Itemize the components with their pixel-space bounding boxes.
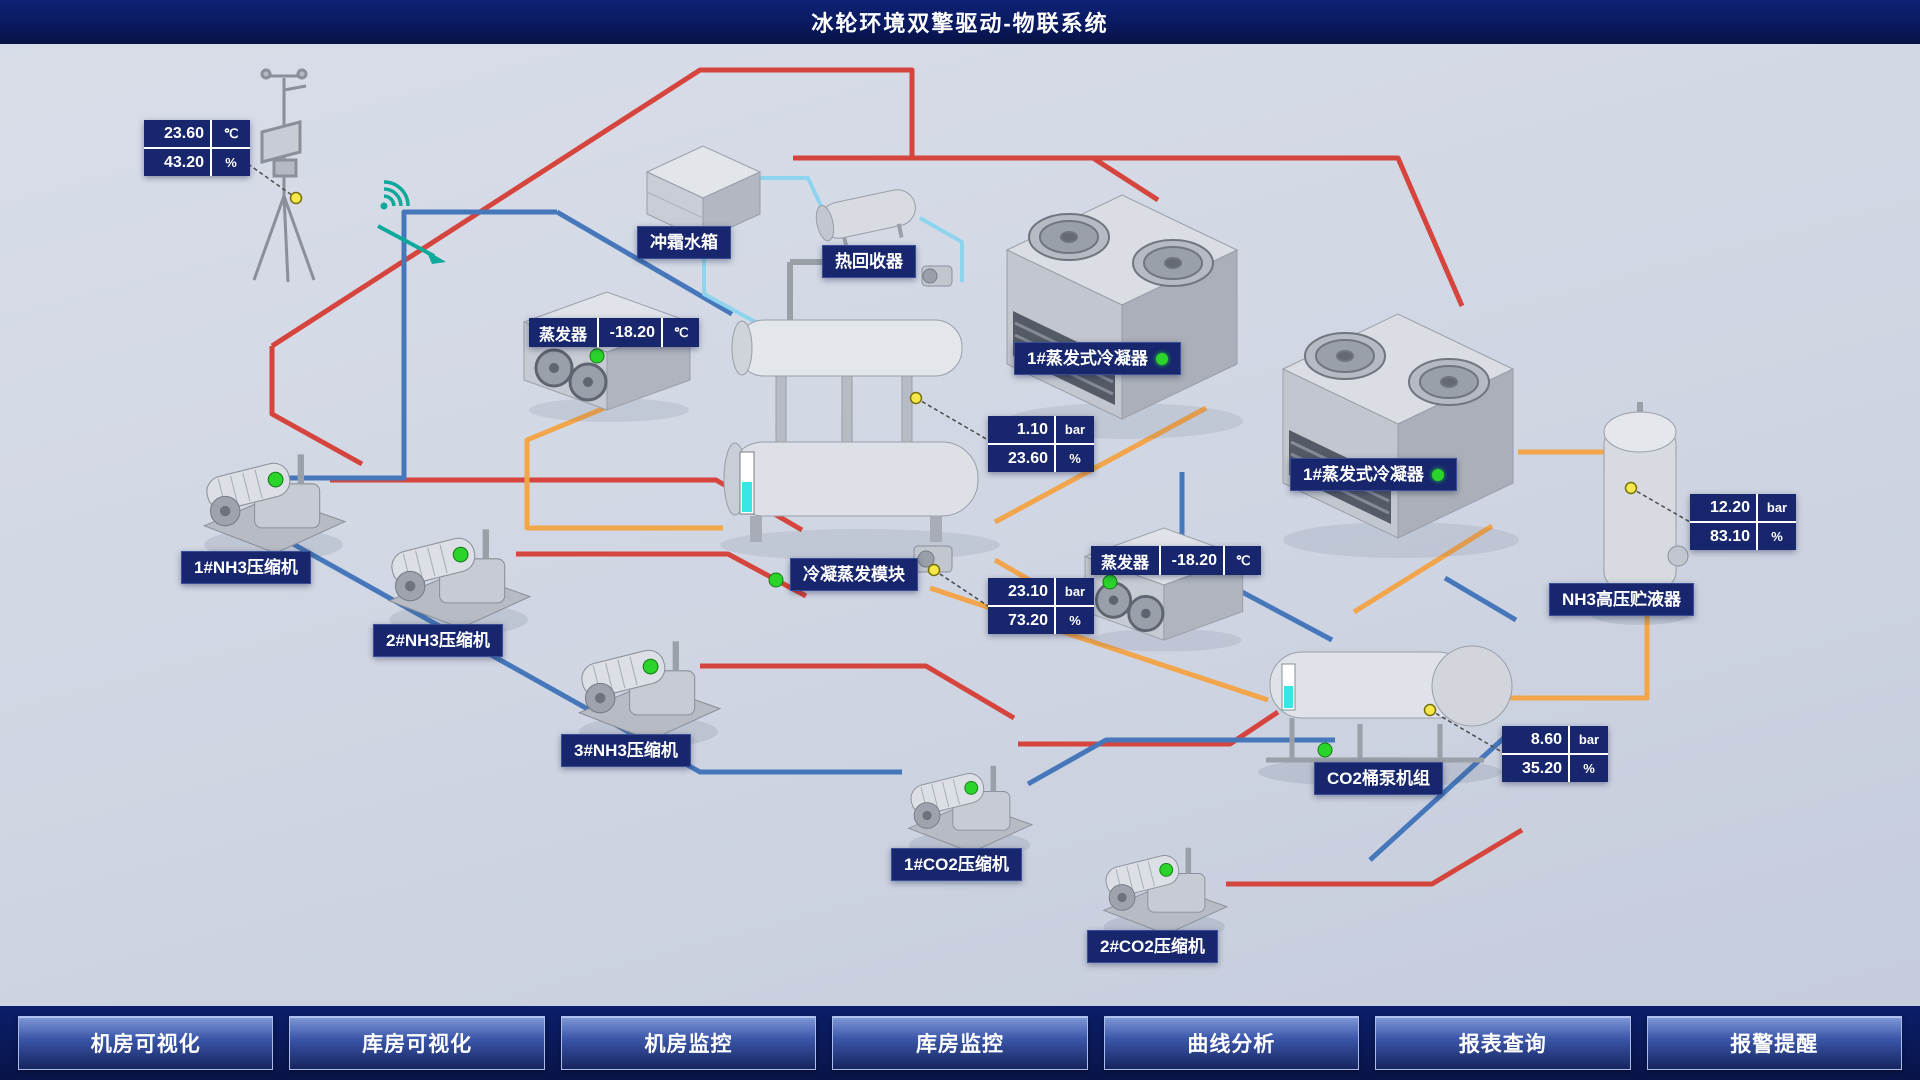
nav-button-machine-room-visual[interactable]: 机房可视化: [18, 1016, 274, 1070]
label-text: 1#NH3压缩机: [194, 558, 298, 577]
title-bar: 冰轮环境双擎驱动-物联系统: [0, 0, 1920, 44]
label-condenser-1: 1#蒸发式冷凝器: [1014, 342, 1181, 375]
evaporator-2-unit: ℃: [1225, 546, 1262, 575]
label-nh3-compressor-1: 1#NH3压缩机: [181, 551, 311, 584]
small-pump-1: [921, 265, 953, 287]
leader-lines: [247, 163, 1691, 753]
pressure-unit: bar: [1570, 726, 1608, 753]
status-dot-green: [1155, 353, 1168, 365]
page-title: 冰轮环境双擎驱动-物联系统: [811, 11, 1109, 36]
pressure-unit: bar: [1056, 578, 1094, 605]
label-text: 3#NH3压缩机: [574, 741, 678, 760]
label-text: 1#蒸发式冷凝器: [1027, 349, 1148, 368]
label-defrost-tank: 冲霜水箱: [637, 226, 731, 259]
nav-button-warehouse-visual[interactable]: 库房可视化: [289, 1016, 545, 1070]
evaporator-2-temp: -18.20: [1161, 546, 1224, 575]
weather-readout: 23.60 ℃ 43.20 %: [144, 120, 250, 176]
label-text: 冷凝蒸发模块: [803, 565, 905, 584]
label-co2-pump-unit: CO2桶泵机组: [1314, 762, 1443, 795]
label-nh3-receiver: NH3高压贮液器: [1549, 583, 1695, 616]
label-text: 热回收器: [835, 252, 903, 271]
pressure-value: 1.10: [988, 416, 1054, 443]
label-text: 1#蒸发式冷凝器: [1303, 465, 1424, 484]
label-text: 2#NH3压缩机: [386, 631, 490, 650]
level-unit: %: [1056, 607, 1094, 634]
nh3-compressor-3-body: [579, 641, 720, 747]
level-unit: %: [1570, 755, 1608, 782]
evaporator-2-label: 蒸发器 -18.20 ℃: [1091, 546, 1262, 575]
level-value: 35.20: [1502, 755, 1568, 782]
pressure-value: 12.20: [1690, 494, 1756, 521]
label-text: 1#CO2压缩机: [904, 855, 1009, 874]
wifi-icon: [380, 180, 410, 210]
nav-button-alarm-reminder[interactable]: 报警提醒: [1646, 1016, 1902, 1070]
cond-evap-module: [720, 259, 1000, 573]
level-value: 83.10: [1690, 523, 1756, 550]
nav-button-warehouse-monitor[interactable]: 库房监控: [832, 1016, 1088, 1070]
evaporator-1-label: 蒸发器 -18.20 ℃: [529, 318, 700, 347]
nh3-compressor-2-body: [389, 529, 530, 635]
label-co2-compressor-1: 1#CO2压缩机: [891, 848, 1022, 881]
readout-co2-pump: 8.60 bar 35.20 %: [1502, 726, 1608, 782]
label-co2-compressor-2: 2#CO2压缩机: [1087, 930, 1218, 963]
signal-arrow-icon: [377, 224, 446, 264]
nav-button-curve-analysis[interactable]: 曲线分析: [1103, 1016, 1360, 1070]
nav-button-report-query[interactable]: 报表查询: [1375, 1016, 1631, 1070]
measure-points: [289, 191, 1638, 717]
weather-humidity-value: 43.20: [144, 149, 210, 176]
heat-recovery-vessel: [815, 189, 916, 252]
weather-temp-unit: ℃: [212, 120, 250, 147]
pipes-red: [269, 67, 1524, 887]
defrost-tank: [645, 145, 762, 241]
label-nh3-compressor-2: 2#NH3压缩机: [373, 624, 503, 657]
bottom-nav-bar: 机房可视化 库房可视化 机房监控 库房监控 曲线分析 报表查询 报警提醒: [0, 1006, 1920, 1080]
evaporator-1-unit: ℃: [663, 318, 700, 347]
evaporator-2-name: 蒸发器: [1091, 546, 1160, 575]
evap-condenser-2: [1281, 312, 1521, 560]
weather-station: [252, 68, 316, 283]
evaporator-1: [522, 290, 692, 424]
label-text: NH3高压贮液器: [1562, 590, 1682, 609]
label-text: 冲霜水箱: [650, 233, 718, 252]
label-text: CO2桶泵机组: [1327, 769, 1430, 788]
status-dots: [589, 348, 1333, 758]
status-dot-green: [1431, 469, 1444, 481]
evaporator-1-name: 蒸发器: [529, 318, 598, 347]
weather-humidity-unit: %: [212, 149, 250, 176]
nh3-compressor-1-body: [204, 454, 345, 560]
pressure-unit: bar: [1758, 494, 1796, 521]
pressure-unit: bar: [1056, 416, 1094, 443]
label-text: 2#CO2压缩机: [1100, 937, 1205, 956]
weather-temp-value: 23.60: [144, 120, 210, 147]
level-value: 23.60: [988, 445, 1054, 472]
label-module: 冷凝蒸发模块: [790, 558, 918, 591]
co2-compressor-2-body: [1103, 848, 1227, 941]
readout-module-bottom: 23.10 bar 73.20 %: [988, 578, 1094, 634]
pressure-value: 23.10: [988, 578, 1054, 605]
nav-button-machine-room-monitor[interactable]: 机房监控: [560, 1016, 817, 1070]
readout-nh3-receiver: 12.20 bar 83.10 %: [1690, 494, 1796, 550]
label-nh3-compressor-3: 3#NH3压缩机: [561, 734, 691, 767]
label-heat-recovery: 热回收器: [822, 245, 916, 278]
evaporator-1-temp: -18.20: [599, 318, 662, 347]
level-value: 73.20: [988, 607, 1054, 634]
evap-condenser-1: [1005, 193, 1245, 441]
level-unit: %: [1056, 445, 1094, 472]
pressure-value: 8.60: [1502, 726, 1568, 753]
co2-compressor-1-body: [908, 766, 1032, 859]
readout-module-top: 1.10 bar 23.60 %: [988, 416, 1094, 472]
level-unit: %: [1758, 523, 1796, 550]
label-condenser-2: 1#蒸发式冷凝器: [1290, 458, 1457, 491]
